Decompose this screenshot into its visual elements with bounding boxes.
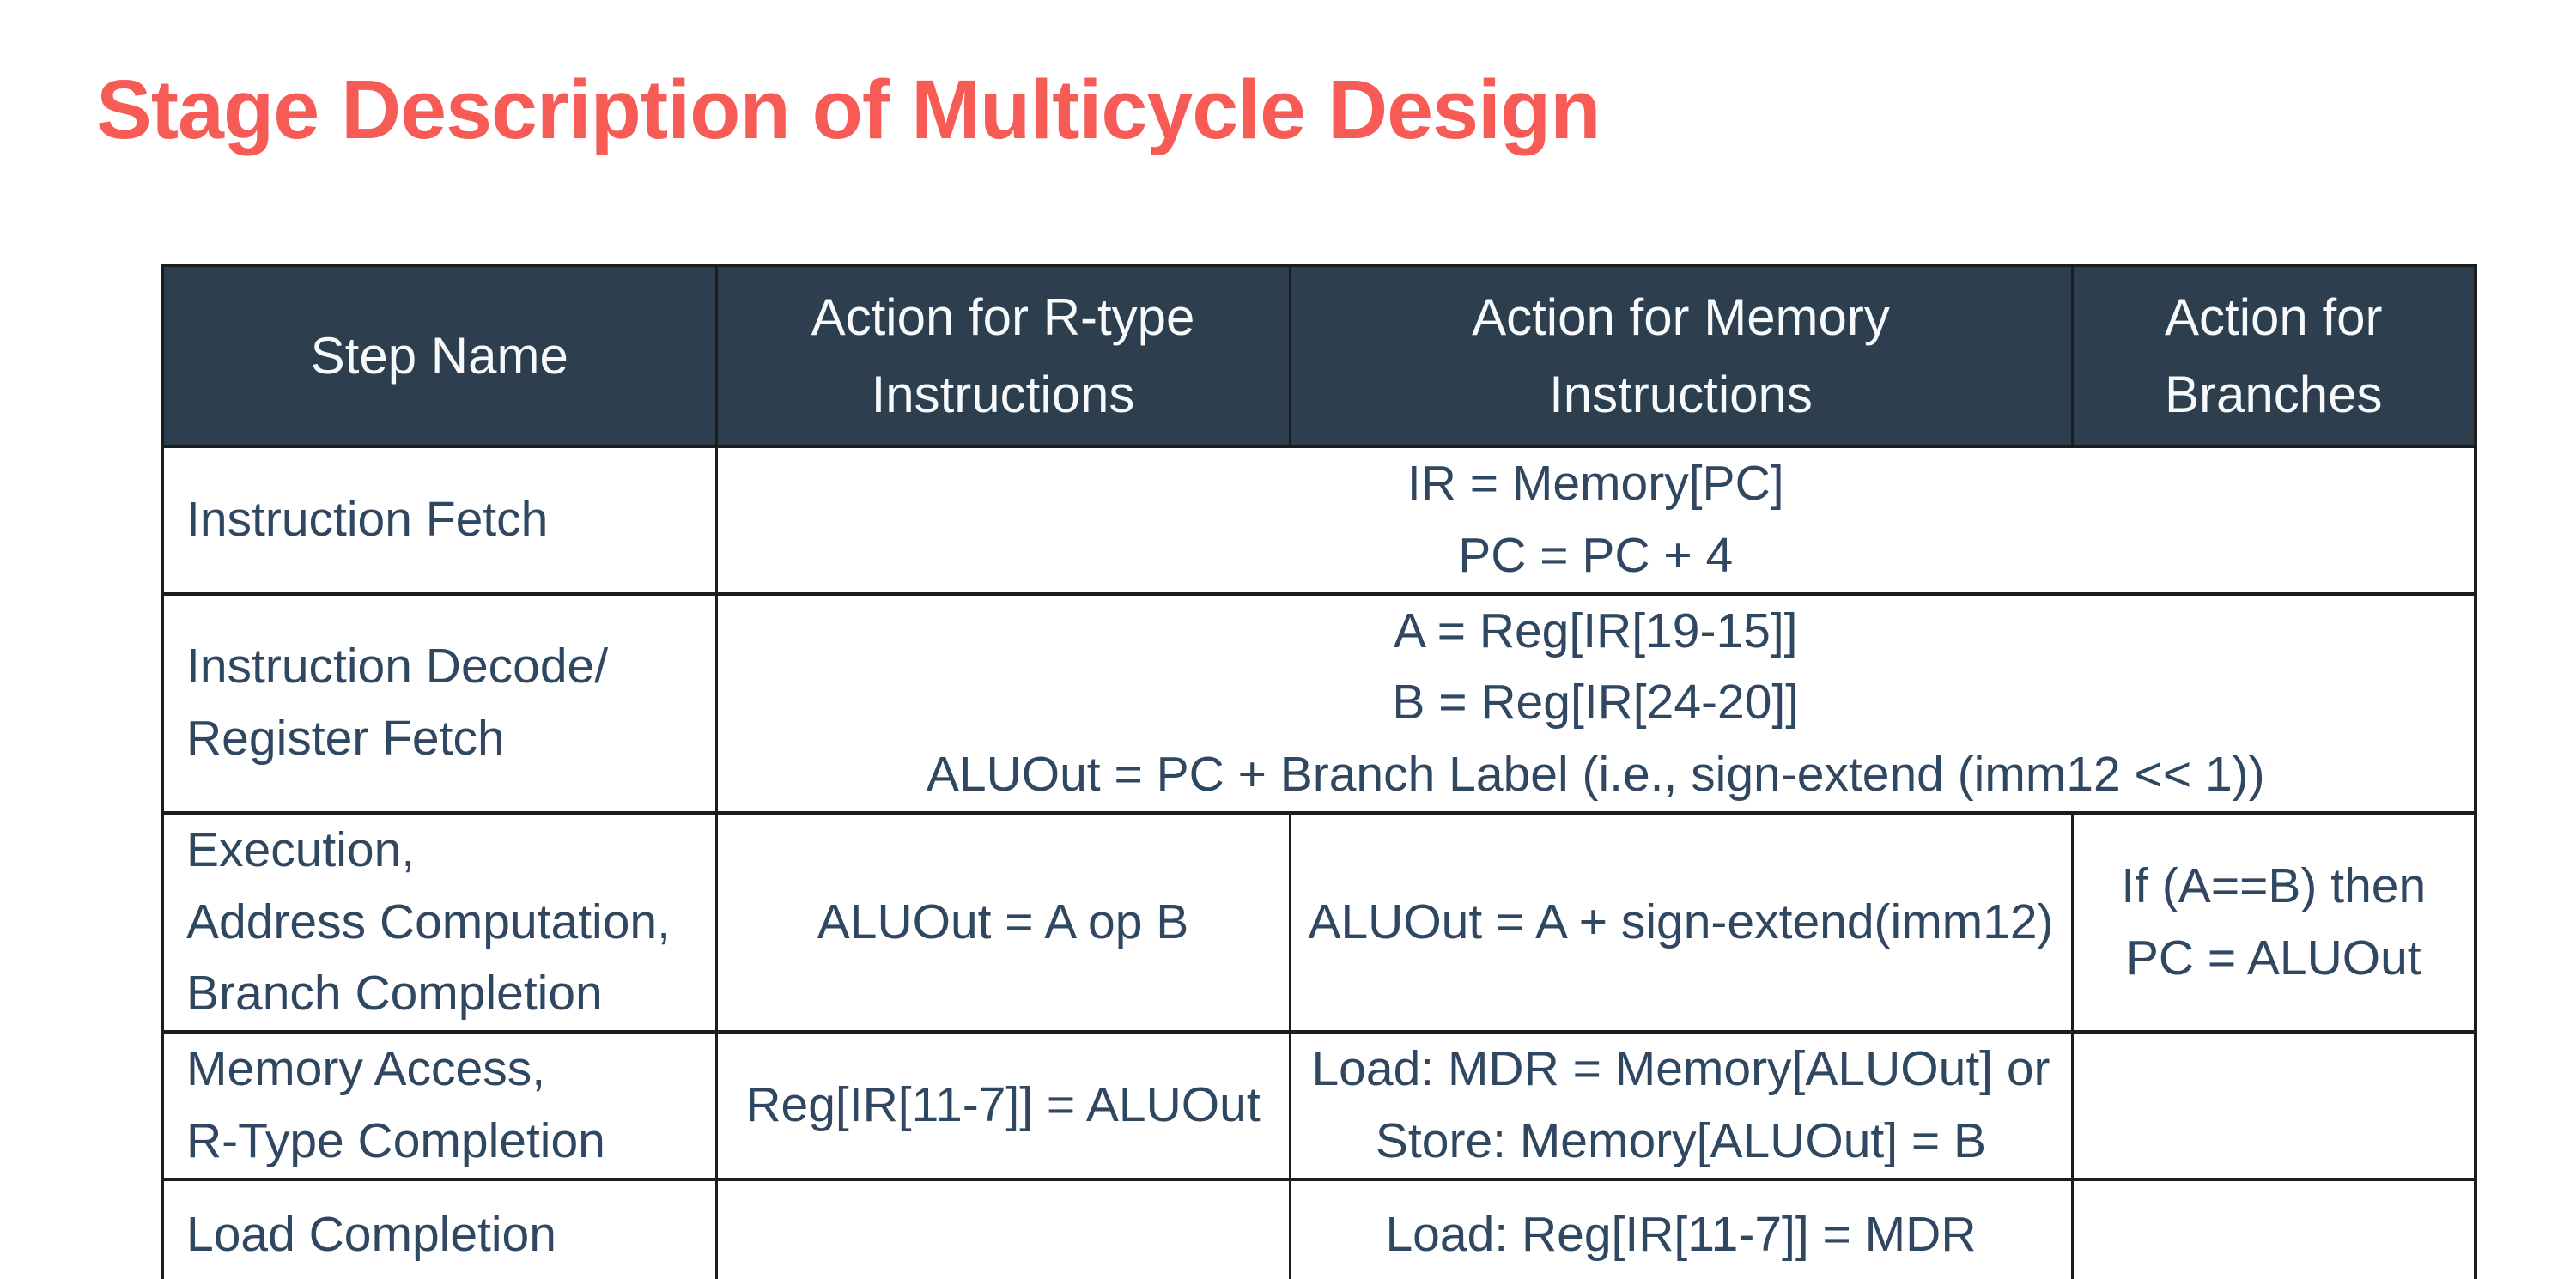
cell-line: Instruction Decode/ [186, 639, 609, 694]
header-line: Action for R-type [811, 288, 1195, 346]
table-row-load-completion: Load Completion Load: Reg[IR[11-7]] = MD… [161, 1178, 2477, 1279]
stage-description-table: Step Name Action for R-type Instructions… [161, 264, 2477, 1279]
header-line: Action for [2165, 288, 2383, 346]
merged-action-cell: A = Reg[IR[19-15]] B = Reg[IR[24-20]] AL… [714, 591, 2477, 815]
cell-line: Reg[IR[11-7]] = ALUOut [745, 1077, 1261, 1133]
rtype-action-cell: ALUOut = A op B [714, 810, 1291, 1034]
memory-action-cell: Load: Reg[IR[11-7]] = MDR [1288, 1178, 2074, 1279]
column-header-step-name: Step Name [161, 264, 718, 448]
cell-line: B = Reg[IR[24-20]] [1392, 675, 1800, 730]
cell-line: ALUOut = PC + Branch Label (i.e., sign-e… [926, 747, 2265, 803]
table-row-instruction-decode: Instruction Decode/ Register Fetch A = R… [161, 591, 2477, 815]
table-row-memory-access: Memory Access, R-Type Completion Reg[IR[… [161, 1030, 2477, 1182]
cell-line: PC = PC + 4 [1458, 527, 1734, 583]
header-line: Instructions [1549, 365, 1813, 423]
cell-line: R-Type Completion [186, 1113, 605, 1169]
cell-line: Branch Completion [186, 966, 603, 1021]
cell-line: Instruction Fetch [186, 491, 549, 547]
cell-line: Load: Reg[IR[11-7]] = MDR [1385, 1207, 1977, 1263]
cell-line: Memory Access, [186, 1041, 546, 1097]
cell-line: If (A==B) then [2121, 858, 2427, 913]
column-header-branch-action: Action for Branches [2070, 264, 2477, 448]
step-name-cell: Load Completion [161, 1178, 718, 1279]
header-line: Branches [2165, 365, 2383, 423]
cell-line: IR = Memory[PC] [1406, 456, 1784, 511]
table-row-execution: Execution, Address Computation, Branch C… [161, 810, 2477, 1034]
rtype-action-cell-empty [714, 1178, 1291, 1279]
rtype-action-cell: Reg[IR[11-7]] = ALUOut [714, 1030, 1291, 1182]
header-line: Instructions [871, 365, 1135, 423]
cell-line: PC = ALUOut [2125, 930, 2421, 985]
cell-line: Store: Memory[ALUOut] = B [1375, 1113, 1987, 1169]
table-header-row: Step Name Action for R-type Instructions… [161, 264, 2477, 448]
cell-line: Execution, [186, 821, 416, 877]
step-name-cell: Instruction Fetch [161, 445, 718, 596]
branch-action-cell-empty [2070, 1178, 2477, 1279]
cell-line: Address Computation, [186, 894, 671, 949]
header-line: Step Name [310, 326, 568, 385]
column-header-rtype-action: Action for R-type Instructions [714, 264, 1291, 448]
merged-action-cell: IR = Memory[PC] PC = PC + 4 [714, 445, 2477, 596]
cell-line: Load Completion [186, 1207, 556, 1263]
column-header-memory-action: Action for Memory Instructions [1288, 264, 2074, 448]
cell-line: Load: MDR = Memory[ALUOut] or [1311, 1041, 2050, 1097]
step-name-cell: Memory Access, R-Type Completion [161, 1030, 718, 1182]
header-line: Action for Memory [1472, 288, 1890, 346]
branch-action-cell-empty [2070, 1030, 2477, 1182]
cell-line: A = Reg[IR[19-15]] [1393, 603, 1798, 658]
step-name-cell: Instruction Decode/ Register Fetch [161, 591, 718, 815]
cell-line: Register Fetch [186, 711, 505, 767]
memory-action-cell: Load: MDR = Memory[ALUOut] or Store: Mem… [1288, 1030, 2074, 1182]
cell-line: ALUOut = A op B [817, 894, 1189, 949]
step-name-cell: Execution, Address Computation, Branch C… [161, 810, 718, 1034]
table-row-instruction-fetch: Instruction Fetch IR = Memory[PC] PC = P… [161, 445, 2477, 596]
page-title: Stage Description of Multicycle Design [96, 63, 1601, 156]
cell-line: ALUOut = A + sign-extend(imm12) [1308, 894, 2054, 949]
branch-action-cell: If (A==B) then PC = ALUOut [2070, 810, 2477, 1034]
memory-action-cell: ALUOut = A + sign-extend(imm12) [1288, 810, 2074, 1034]
